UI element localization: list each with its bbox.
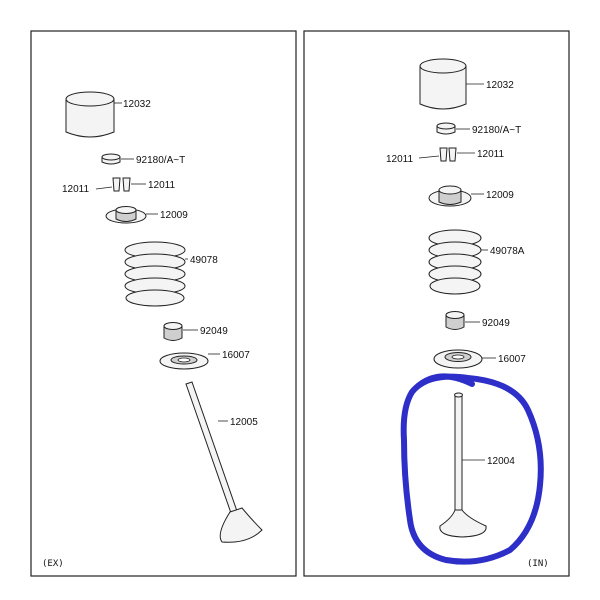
- ex-valve: 12005: [185, 381, 263, 543]
- in-shim-label: 92180/A~T: [472, 125, 521, 136]
- in-keeper-left-label: 12011: [386, 154, 414, 165]
- in-tappet-label: 12032: [486, 80, 514, 91]
- in-keepers: 12011 12011: [386, 147, 505, 165]
- ex-spring-label: 49078: [190, 255, 218, 266]
- ex-keeper-right-label: 12011: [148, 180, 176, 191]
- in-spring-seat-label: 16007: [498, 354, 526, 365]
- ex-shim: 92180/A~T: [101, 153, 185, 166]
- ex-spring-seat: 16007: [159, 350, 250, 370]
- ex-valve-label: 12005: [230, 417, 258, 428]
- ex-retainer-label: 12009: [160, 210, 188, 221]
- in-stem-seal: 92049: [445, 311, 510, 330]
- ex-tappet-label: 12032: [123, 99, 151, 110]
- in-shim: 92180/A~T: [436, 122, 521, 136]
- ex-stem-seal-label: 92049: [200, 326, 228, 337]
- ex-keeper-left-label: 12011: [62, 184, 90, 195]
- highlight-annotation: [400, 373, 544, 565]
- in-retainer-label: 12009: [486, 190, 514, 201]
- ex-stem-seal: 92049: [163, 322, 228, 341]
- ex-spring-seat-label: 16007: [222, 350, 250, 361]
- in-valve-label: 12004: [487, 456, 515, 467]
- in-spring: 49078A: [428, 229, 525, 295]
- ex-spring: 49078: [124, 241, 218, 307]
- intake-tag: (IN): [527, 559, 549, 569]
- in-valve: 12004: [439, 392, 515, 538]
- exhaust-tag: (EX): [42, 559, 64, 569]
- in-tappet: 12032: [419, 58, 514, 110]
- exhaust-panel-frame: [30, 30, 297, 577]
- intake-panel-frame: [303, 30, 570, 577]
- ex-shim-label: 92180/A~T: [136, 155, 185, 166]
- ex-tappet: 12032: [65, 91, 151, 138]
- in-keeper-right-label: 12011: [477, 149, 505, 160]
- ex-keepers: 12011 12011: [62, 177, 176, 195]
- in-retainer: 12009: [428, 185, 514, 207]
- in-spring-seat: 16007: [433, 349, 526, 369]
- in-spring-label: 49078A: [490, 246, 525, 257]
- in-stem-seal-label: 92049: [482, 318, 510, 329]
- ex-retainer: 12009: [105, 206, 188, 224]
